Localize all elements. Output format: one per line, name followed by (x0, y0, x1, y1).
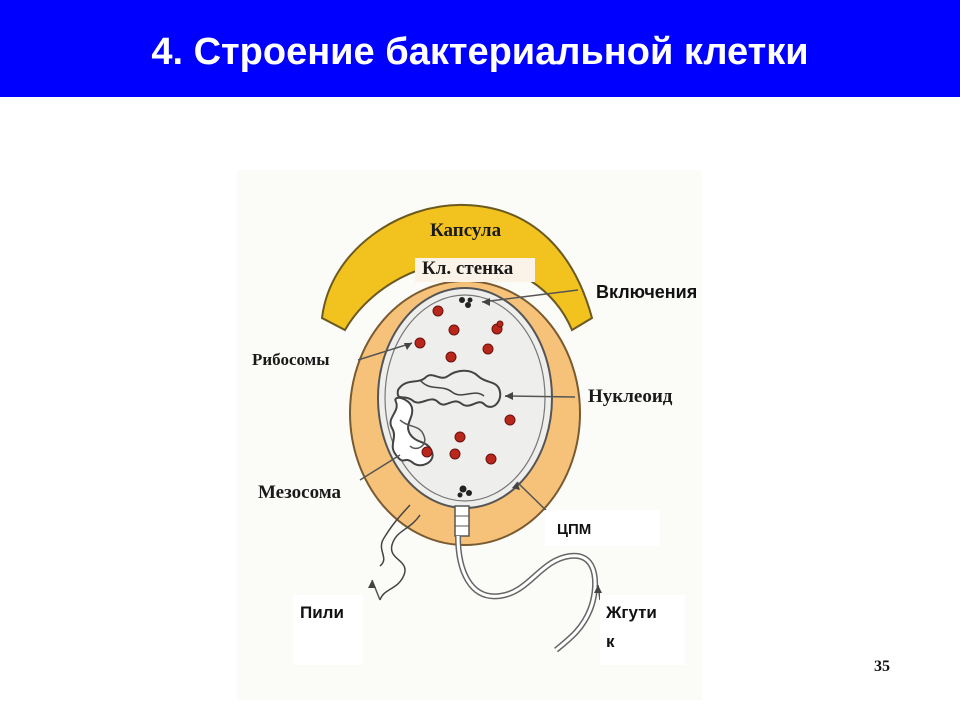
label-flagellum-line1: Жгути (606, 603, 657, 622)
label-pili-box (293, 595, 363, 665)
title-bar (0, 0, 960, 97)
page-number: 35 (874, 658, 890, 675)
cytoplasmic-membrane (384, 294, 546, 502)
label-cpm: ЦПМ (557, 521, 592, 538)
nucleoid (396, 369, 502, 408)
label-flagellum-box (600, 595, 685, 665)
arrow-heads (368, 298, 602, 593)
nucleoid-strand (419, 379, 485, 397)
label-mesosome: Мезосома (258, 482, 342, 503)
ribosomes (414, 305, 516, 465)
label-cpm-box (545, 510, 660, 546)
flagellum-base (454, 505, 470, 537)
mesosome-inner (399, 419, 426, 450)
label-cell-wall: Кл. стенка (422, 258, 514, 279)
label-ribosomes: Рибосомы (252, 350, 330, 369)
mesosome (389, 396, 434, 467)
label-capsule: Капсула (430, 220, 502, 241)
pili-2 (379, 504, 411, 567)
inclusions (457, 297, 473, 498)
label-nucleoid: Нуклеоид (588, 386, 673, 407)
slide-title: 4. Строение бактериальной клетки (151, 31, 809, 73)
pili (379, 514, 421, 601)
label-flagellum-line2: к (606, 632, 615, 651)
label-pili: Пили (300, 603, 344, 622)
label-inclusions: Включения (596, 282, 698, 302)
label-cell-wall-bg (415, 258, 535, 282)
